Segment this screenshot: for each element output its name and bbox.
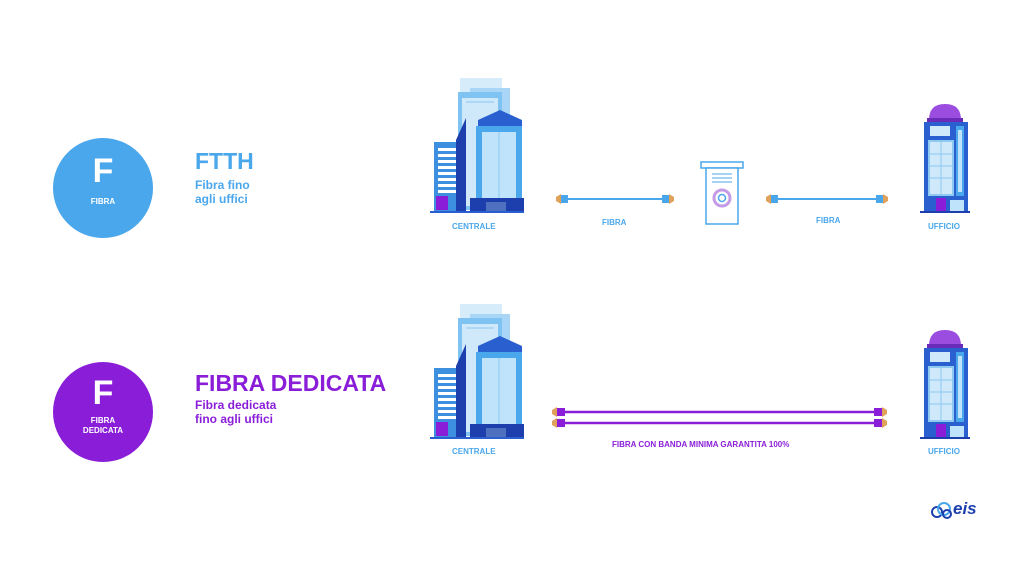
section-title: FTTH [195, 148, 254, 174]
fiber-connector-icon [662, 194, 674, 204]
brand-name: eis [953, 499, 977, 518]
badge-caption-line: FIBRA [90, 416, 116, 425]
dedicata-row: F FIBRA DEDICATA FIBRA DEDICATA Fibra de… [0, 290, 1024, 576]
brand-logo: eis [930, 499, 990, 520]
central-office-building-icon [430, 304, 524, 439]
subtitle-line: fino agli uffici [195, 412, 273, 426]
label-fibra: FIBRA [602, 218, 627, 227]
office-tower-icon [920, 330, 970, 439]
fiber-connector-icon [556, 194, 568, 204]
subtitle-line: Fibra fino [195, 178, 250, 192]
section-title: FIBRA DEDICATA [195, 370, 387, 396]
dedicated-fiber-cable [552, 407, 887, 428]
section-subtitle: Fibra fino agli uffici [195, 178, 315, 206]
label-fibra: FIBRA [816, 216, 841, 225]
section-subtitle: Fibra dedicata fino agli uffici [195, 398, 335, 426]
label-centrale: CENTRALE [452, 447, 496, 456]
badge-caption: FIBRA DEDICATA [53, 416, 153, 436]
badge-caption: FIBRA [90, 197, 116, 206]
badge-letter: F [92, 152, 114, 190]
cloud-logo-icon [931, 502, 952, 519]
subtitle-line: agli uffici [195, 192, 248, 206]
badge-letter: F [92, 374, 114, 412]
fiber-connector-icon [552, 407, 565, 428]
badge-caption-line: DEDICATA [82, 426, 124, 435]
ftth-diagram [430, 78, 970, 225]
dedicata-diagram [430, 304, 970, 439]
ftth-row: F FIBRA FTTH Fibra fino agli uffici [53, 78, 970, 238]
label-centrale: CENTRALE [452, 222, 496, 231]
fiber-connector-icon [874, 407, 887, 428]
label-ufficio: UFFICIO [928, 222, 960, 231]
office-tower-icon [920, 104, 970, 213]
subtitle-line: Fibra dedicata [195, 398, 277, 412]
label-dedicated-link: FIBRA CON BANDA MINIMA GARANTITA 100% [612, 440, 790, 449]
dedicata-badge: F FIBRA DEDICATA [53, 362, 153, 462]
fiber-connector-icon [876, 194, 888, 204]
street-cabinet-icon [700, 161, 744, 225]
label-ufficio: UFFICIO [928, 447, 960, 456]
ftth-badge: F FIBRA [53, 138, 153, 238]
central-office-building-icon [430, 78, 524, 213]
fiber-connector-icon [766, 194, 778, 204]
